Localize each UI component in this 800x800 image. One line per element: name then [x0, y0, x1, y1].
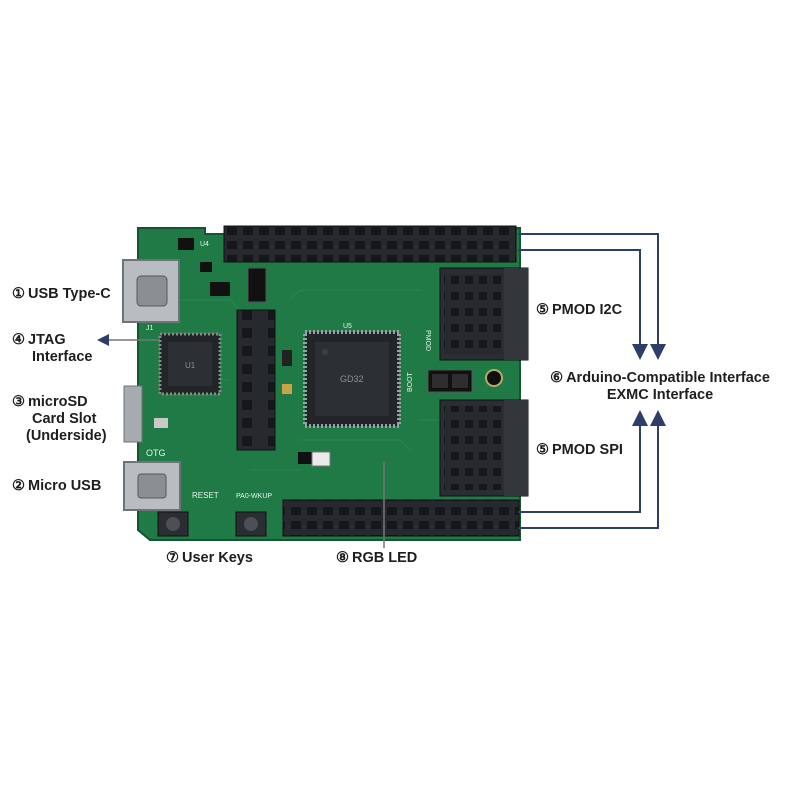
mcu-marking: GD32 — [340, 374, 364, 384]
rgb-led — [311, 451, 331, 467]
jtag-header — [236, 309, 276, 451]
silk-pmod: PMOD — [424, 330, 431, 351]
jumper-power — [247, 267, 267, 303]
bottom-header — [282, 499, 520, 537]
silk-boot: BOOT — [407, 371, 414, 392]
microsd-slot — [123, 385, 143, 443]
top-header — [223, 225, 517, 263]
silk-u4: U4 — [200, 241, 209, 248]
silk-reset: RESET — [192, 491, 219, 500]
silk-pa0-wkup: PA0-WKUP — [236, 493, 272, 500]
silk-j1: J1 — [146, 325, 154, 332]
mounting-hole — [485, 369, 503, 387]
silk-u1: U1 — [185, 361, 196, 370]
silk-u5: U5 — [343, 323, 352, 330]
arduino-arrows — [518, 233, 666, 529]
silk-otg: OTG — [146, 448, 166, 458]
